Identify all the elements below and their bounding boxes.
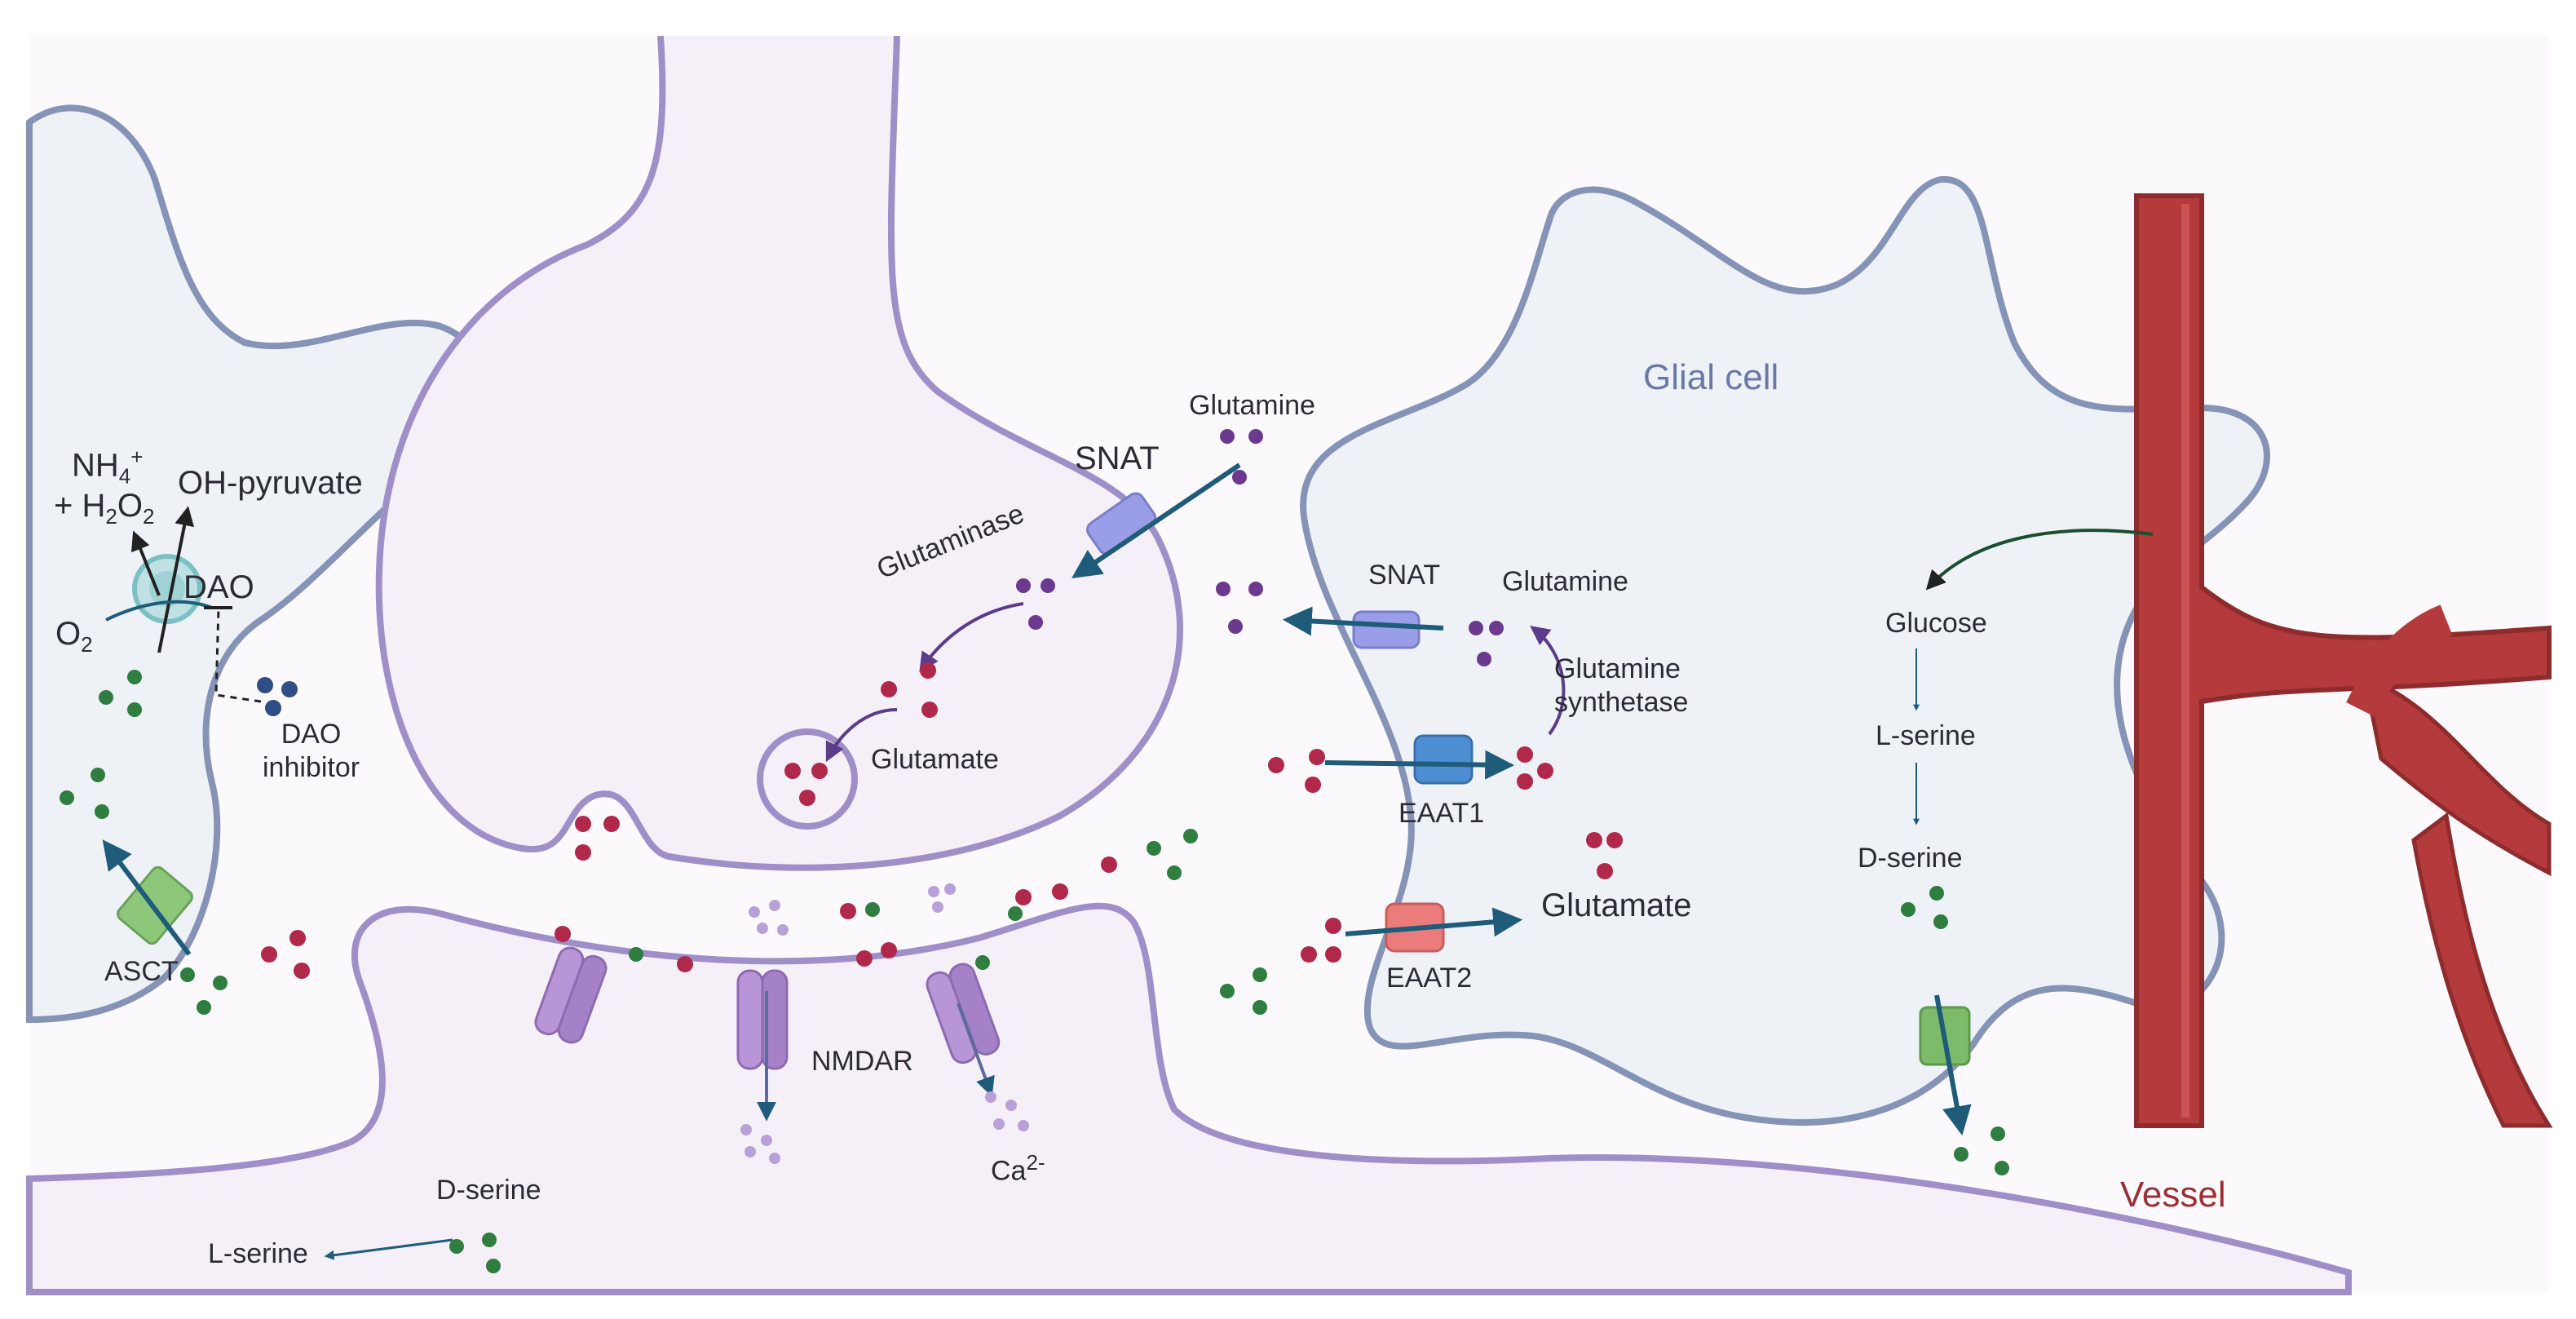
glutamate-molecules — [261, 662, 1623, 979]
o2-label: O2 — [55, 616, 93, 657]
glutamine-top-label: Glutamine — [1189, 390, 1315, 421]
eaat2-label: EAAT2 — [1386, 963, 1473, 994]
presynaptic-terminal — [375, 35, 1183, 871]
l-serine-bottom-label: L-serine — [208, 1238, 308, 1269]
h2o2-label: + H2O2 — [54, 488, 155, 529]
receptor-3 — [926, 963, 1001, 1064]
receptor-1 — [534, 946, 608, 1044]
serine-molecules — [60, 670, 2009, 1273]
oh-pyruvate-label: OH-pyruvate — [178, 465, 363, 501]
eaat1-label: EAAT1 — [1398, 798, 1485, 829]
synaptic-vesicle — [757, 728, 858, 830]
glutamine-glial-label: Glutamine — [1502, 566, 1628, 597]
glutamate-vesicle-label: Glutamate — [871, 744, 999, 775]
postsynaptic-neuron — [26, 902, 2352, 1295]
calcium-ions — [740, 883, 1029, 1164]
blood-vessel — [2134, 193, 2553, 1128]
eaat1-transporter — [1413, 734, 1474, 785]
arrows — [102, 463, 2154, 1260]
vessel-label: Vessel — [2120, 1175, 2226, 1215]
nmdar-label: NMDAR — [811, 1046, 913, 1077]
glutamine-synthetase-label: Glutamine synthetase — [1554, 653, 1689, 718]
glucose-label: Glucose — [1885, 608, 1987, 639]
glial-cell-label: Glial cell — [1643, 357, 1779, 397]
snat-glial-label: SNAT — [1368, 560, 1441, 591]
glutamine-molecules — [1016, 429, 1504, 666]
nh4-label: NH4+ — [72, 445, 144, 489]
d-serine-glial-label: D-serine — [1858, 843, 1963, 874]
dao-inhibitor-label: DAO inhibitor — [263, 719, 360, 783]
asct-label: ASCT — [104, 956, 179, 987]
l-serine-glial-label: L-serine — [1876, 720, 1976, 751]
glutamate-glial-label: Glutamate — [1541, 887, 1692, 923]
snat-presynaptic-label: SNAT — [1075, 440, 1160, 476]
dao-inhibitor-molecules — [257, 677, 298, 716]
nmdar-receptor — [736, 969, 789, 1070]
d-serine-bottom-label: D-serine — [436, 1175, 541, 1206]
snat-glial-transporter — [1352, 610, 1421, 649]
calcium-label: Ca2- — [991, 1150, 1045, 1187]
dao-label: DAO — [183, 569, 254, 605]
